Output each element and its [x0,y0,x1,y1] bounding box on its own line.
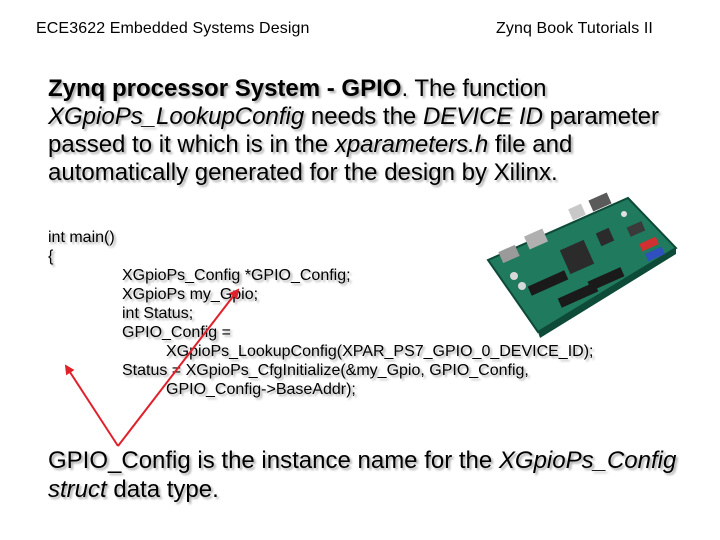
intro-text-1: . The function [401,75,547,102]
slide-header-course: ECE3622 Embedded Systems Design [36,20,310,37]
struct-keyword: struct [48,476,107,503]
code-line: int main() [48,229,115,246]
intro-text-4: file and automatically generated for the… [48,131,573,186]
outro-paragraph: GPIO_Config is the instance name for the… [48,446,698,504]
intro-text-3: parameter passed to it which is in the [48,103,660,158]
code-line: { [48,248,54,265]
struct-type-name: XGpioPs_Config [498,447,677,474]
intro-text-2: needs the [304,103,423,130]
function-name: XGpioPs_LookupConfig [48,103,305,130]
code-line: XGpioPs_LookupConfig(XPAR_PS7_GPIO_0_DEV… [166,343,594,360]
outro-text-1: GPIO_Config is the instance name for the [48,447,499,474]
intro-bold-lead: Zynq processor System - GPIO [48,75,402,102]
code-line: Status = XGpioPs_CfgInitialize(&my_Gpio,… [122,362,529,379]
device-id-term: DEVICE ID [422,103,543,130]
slide-header-topic: Zynq Book Tutorials II [496,20,653,37]
code-line: GPIO_Config->BaseAddr); [166,381,356,398]
code-line: XGpioPs_Config *GPIO_Config; [122,267,351,284]
outro-text-2: data type. [106,476,219,503]
params-file-name: xparameters.h [334,131,489,158]
intro-paragraph: Zynq processor System - GPIO. The functi… [48,75,698,187]
zybo-board-image [486,192,678,338]
